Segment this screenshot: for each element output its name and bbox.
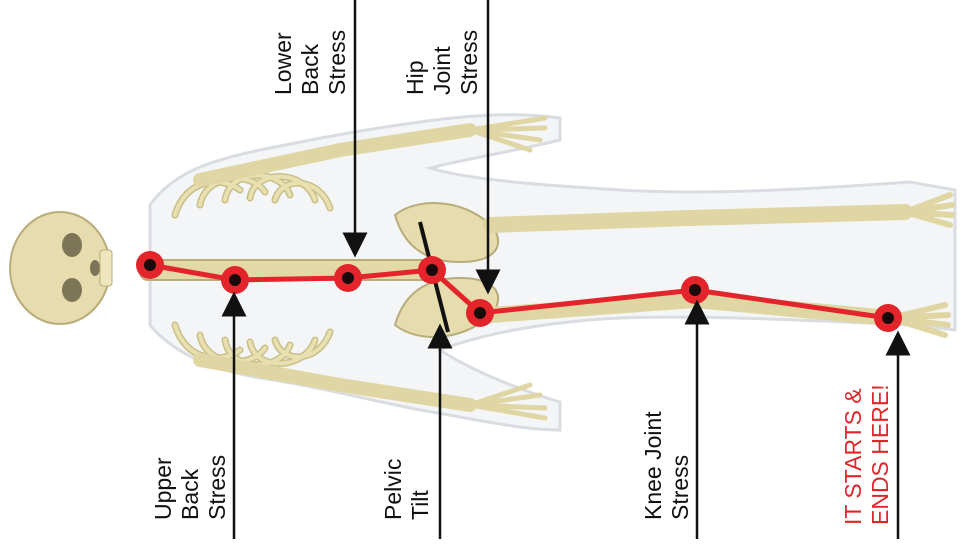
- label-line: Lower: [270, 30, 297, 95]
- label-starts-ends: IT STARTS & ENDS HERE!: [840, 384, 894, 525]
- marker-pelvis: [418, 256, 446, 284]
- marker-hip: [466, 299, 494, 327]
- label-line: Tilt: [407, 459, 434, 520]
- marker-foot: [874, 304, 902, 332]
- marker-lower-back: [334, 264, 362, 292]
- label-line: Knee Joint: [640, 411, 667, 520]
- marker-knee: [681, 276, 709, 304]
- label-line: Back: [177, 455, 204, 520]
- label-line: Upper: [150, 455, 177, 520]
- marker-upper-back: [221, 266, 249, 294]
- label-line: Stress: [667, 411, 694, 520]
- label-line: Stress: [324, 30, 351, 95]
- label-line: IT STARTS &: [840, 384, 867, 525]
- label-knee-joint: Knee Joint Stress: [640, 411, 694, 520]
- label-line: Stress: [456, 30, 483, 95]
- label-upper-back: Upper Back Stress: [150, 455, 231, 520]
- label-line: Pelvic: [380, 459, 407, 520]
- label-line: Stress: [204, 455, 231, 520]
- skull: [10, 212, 112, 324]
- label-lower-back: Lower Back Stress: [270, 30, 351, 95]
- label-line: Joint: [429, 30, 456, 95]
- label-line: Back: [297, 30, 324, 95]
- label-line: ENDS HERE!: [867, 384, 894, 525]
- label-pelvic-tilt: Pelvic Tilt: [380, 459, 434, 520]
- label-hip-joint: Hip Joint Stress: [402, 30, 483, 95]
- label-line: Hip: [402, 30, 429, 95]
- marker-neck: [136, 251, 164, 279]
